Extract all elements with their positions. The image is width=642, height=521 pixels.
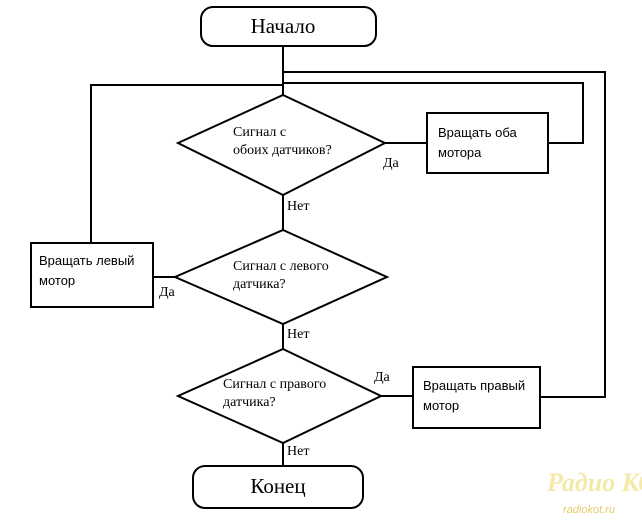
branch-labels: Да Нет Да Нет Да Нет — [159, 156, 400, 459]
start-terminator: Начало — [200, 6, 377, 47]
end-terminator: Конец — [192, 465, 364, 509]
action-left-shape — [30, 242, 154, 308]
decision-right-line2: датчика? — [223, 395, 276, 410]
action-right-line2: мотор — [423, 398, 459, 413]
decision-right-shape — [175, 347, 384, 445]
action-both-shape — [426, 112, 549, 174]
connector-action-right-loop — [283, 71, 606, 398]
watermark-brand: Радио КОТ — [546, 468, 642, 497]
action-left-line2: мотор — [39, 273, 75, 288]
action-both-motors: Вращать оба мотора — [426, 112, 549, 174]
decision-both-line1: Сигнал с — [233, 125, 286, 140]
decision-right-sensor: Сигнал с правого датчика? — [175, 347, 384, 445]
connectors — [90, 46, 606, 466]
decision-right-line1: Сигнал с правого — [223, 377, 326, 392]
decision-both-sensors: Сигнал с обоих датчиков? — [175, 93, 388, 197]
action-both-line1: Вращать оба — [438, 125, 517, 140]
decision-left-line2: датчика? — [233, 277, 286, 292]
label-no-both: Нет — [287, 199, 309, 214]
action-both-line2: мотора — [438, 145, 482, 160]
action-left-line1: Вращать левый — [39, 253, 134, 268]
decision-both-shape — [175, 93, 388, 197]
decision-left-line1: Сигнал с левого — [233, 259, 329, 274]
start-label: Начало — [251, 14, 316, 38]
watermark: Радио КОТ radiokot.ru — [546, 468, 642, 516]
action-right-motor: Вращать правый мотор — [412, 366, 541, 429]
decision-left-shape — [172, 228, 390, 326]
end-shape — [192, 465, 364, 509]
connector-action-both-loop — [283, 82, 584, 144]
action-right-line1: Вращать правый — [423, 378, 525, 393]
start-shape — [200, 6, 377, 47]
end-label: Конец — [250, 474, 305, 498]
label-yes-left: Да — [159, 285, 176, 300]
label-yes-right: Да — [374, 370, 391, 385]
label-yes-both: Да — [383, 156, 400, 171]
action-left-motor: Вращать левый мотор — [30, 242, 154, 308]
action-right-shape — [412, 366, 541, 429]
label-no-right: Нет — [287, 444, 309, 459]
label-no-left: Нет — [287, 327, 309, 342]
watermark-site: radiokot.ru — [563, 504, 615, 516]
connector-action-left-loop — [90, 84, 283, 243]
decision-left-sensor: Сигнал с левого датчика? — [172, 228, 390, 326]
decision-both-line2: обоих датчиков? — [233, 143, 332, 158]
